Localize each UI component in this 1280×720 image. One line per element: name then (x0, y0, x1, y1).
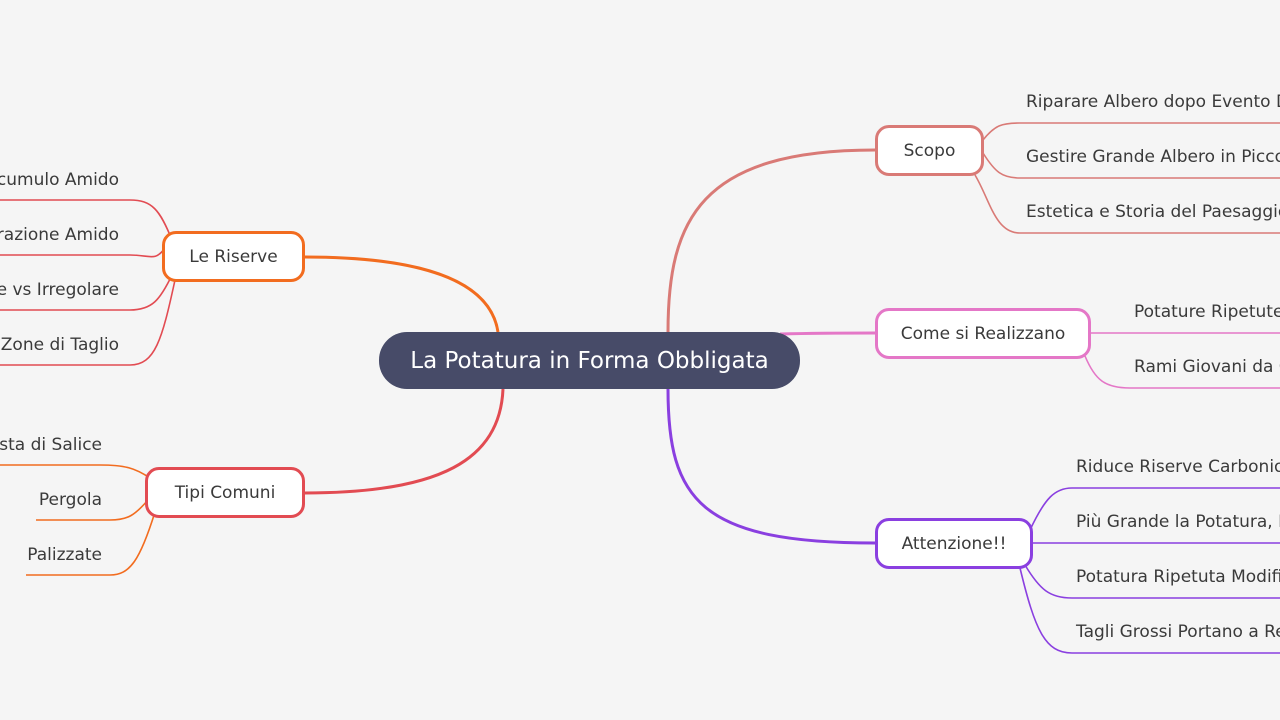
topic-scopo[interactable]: Scopo (875, 125, 984, 176)
leaf-riserve-1[interactable]: cumulo Amido (0, 170, 119, 190)
come-children-connectors (1084, 332, 1280, 389)
connector-scopo-child-3 (974, 174, 1280, 234)
topic-tipi-label: Tipi Comuni (174, 482, 276, 503)
topic-attenzione[interactable]: Attenzione!! (875, 518, 1033, 569)
connector-riserve (304, 255, 500, 333)
topic-scopo-label: Scopo (903, 140, 956, 161)
connector-scopo-child-1 (982, 122, 1280, 141)
leaf-attenzione-1[interactable]: Riduce Riserve Carbonio (1076, 457, 1280, 477)
leaf-riserve-3[interactable]: re vs Irregolare (0, 280, 119, 300)
topic-come-label: Come si Realizzano (900, 323, 1066, 344)
leaf-tipi-1[interactable]: esta di Salice (0, 435, 102, 455)
connector-riserve-child-4 (0, 279, 176, 366)
topic-riserve-label: Le Riserve (189, 246, 278, 267)
leaf-scopo-2[interactable]: Gestire Grande Albero in Piccol (1026, 147, 1280, 167)
topic-le-riserve[interactable]: Le Riserve (162, 231, 305, 282)
leaf-riserve-2[interactable]: razione Amido (0, 225, 119, 245)
topic-attenzione-label: Attenzione!! (901, 533, 1007, 554)
connector-attenzione (666, 388, 876, 545)
central-topic-label: La Potatura in Forma Obbligata (410, 347, 769, 374)
connector-tipi-child-3 (26, 511, 156, 576)
leaf-riserve-4[interactable]: Zone di Taglio (0, 335, 119, 355)
leaf-come-2[interactable]: Rami Giovani da C (1134, 357, 1280, 377)
connector-scopo-child-2 (982, 152, 1280, 179)
connector-tipi (304, 388, 505, 495)
leaf-tipi-3[interactable]: Palizzate (27, 545, 102, 565)
connector-riserve-child-1 (0, 199, 173, 241)
leaf-attenzione-3[interactable]: Potatura Ripetuta Modifi (1076, 567, 1280, 587)
connector-come (779, 331, 876, 336)
riserve-children-connectors (0, 199, 176, 366)
connector-tipi-child-2 (36, 499, 149, 521)
leaf-come-1[interactable]: Potature Ripetute (1134, 302, 1280, 322)
leaf-attenzione-4[interactable]: Tagli Grossi Portano a Re (1076, 622, 1280, 642)
connector-tipi-child-1 (0, 464, 151, 479)
connector-riserve-child-3 (0, 274, 173, 311)
leaf-tipi-2[interactable]: Pergola (38, 490, 102, 510)
central-topic[interactable]: La Potatura in Forma Obbligata (379, 332, 800, 389)
scopo-children-connectors (974, 122, 1280, 234)
leaf-scopo-3[interactable]: Estetica e Storia del Paesaggio (1026, 202, 1280, 222)
leaf-attenzione-2[interactable]: Più Grande la Potatura, M (1076, 512, 1280, 532)
connector-attenzione-child-4 (1019, 567, 1280, 654)
connector-scopo (666, 148, 876, 333)
connector-riserve-child-2 (0, 247, 166, 258)
leaf-scopo-1[interactable]: Riparare Albero dopo Evento D (1026, 92, 1280, 112)
connector-come-child-2 (1084, 355, 1280, 389)
connector-attenzione-child-3 (1024, 564, 1280, 599)
connector-attenzione-child-1 (1029, 487, 1280, 531)
topic-come-si-realizzano[interactable]: Come si Realizzano (875, 308, 1091, 359)
topic-tipi-comuni[interactable]: Tipi Comuni (145, 467, 305, 518)
attenzione-children-connectors (1019, 487, 1280, 654)
